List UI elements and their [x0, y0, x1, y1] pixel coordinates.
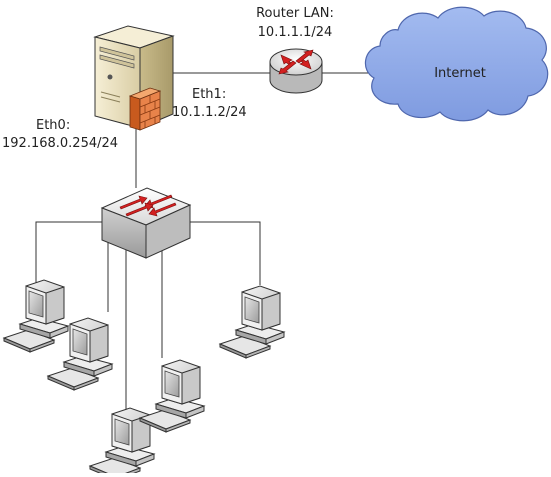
computer-icon [139, 359, 205, 433]
eth1-ip: 10.1.1.2/24 [172, 105, 247, 120]
firewall-icon [128, 87, 162, 131]
router-icon [269, 48, 323, 94]
eth0-ip: 192.168.0.254/24 [2, 136, 119, 151]
computer-icon [3, 279, 69, 353]
connection-lines [35, 72, 372, 410]
router-lan-title: Router LAN: [256, 6, 334, 21]
link-switch-pc1 [35, 221, 102, 285]
eth0-title: Eth0: [36, 118, 71, 133]
link-switch-pc5 [190, 221, 261, 285]
cloud-icon [364, 6, 549, 122]
router-lan-ip: 10.1.1.1/24 [257, 25, 333, 40]
computer-icon [219, 285, 285, 359]
eth1-title: Eth1: [192, 87, 227, 102]
switch-icon [100, 187, 192, 259]
internet-label: Internet [434, 66, 486, 81]
